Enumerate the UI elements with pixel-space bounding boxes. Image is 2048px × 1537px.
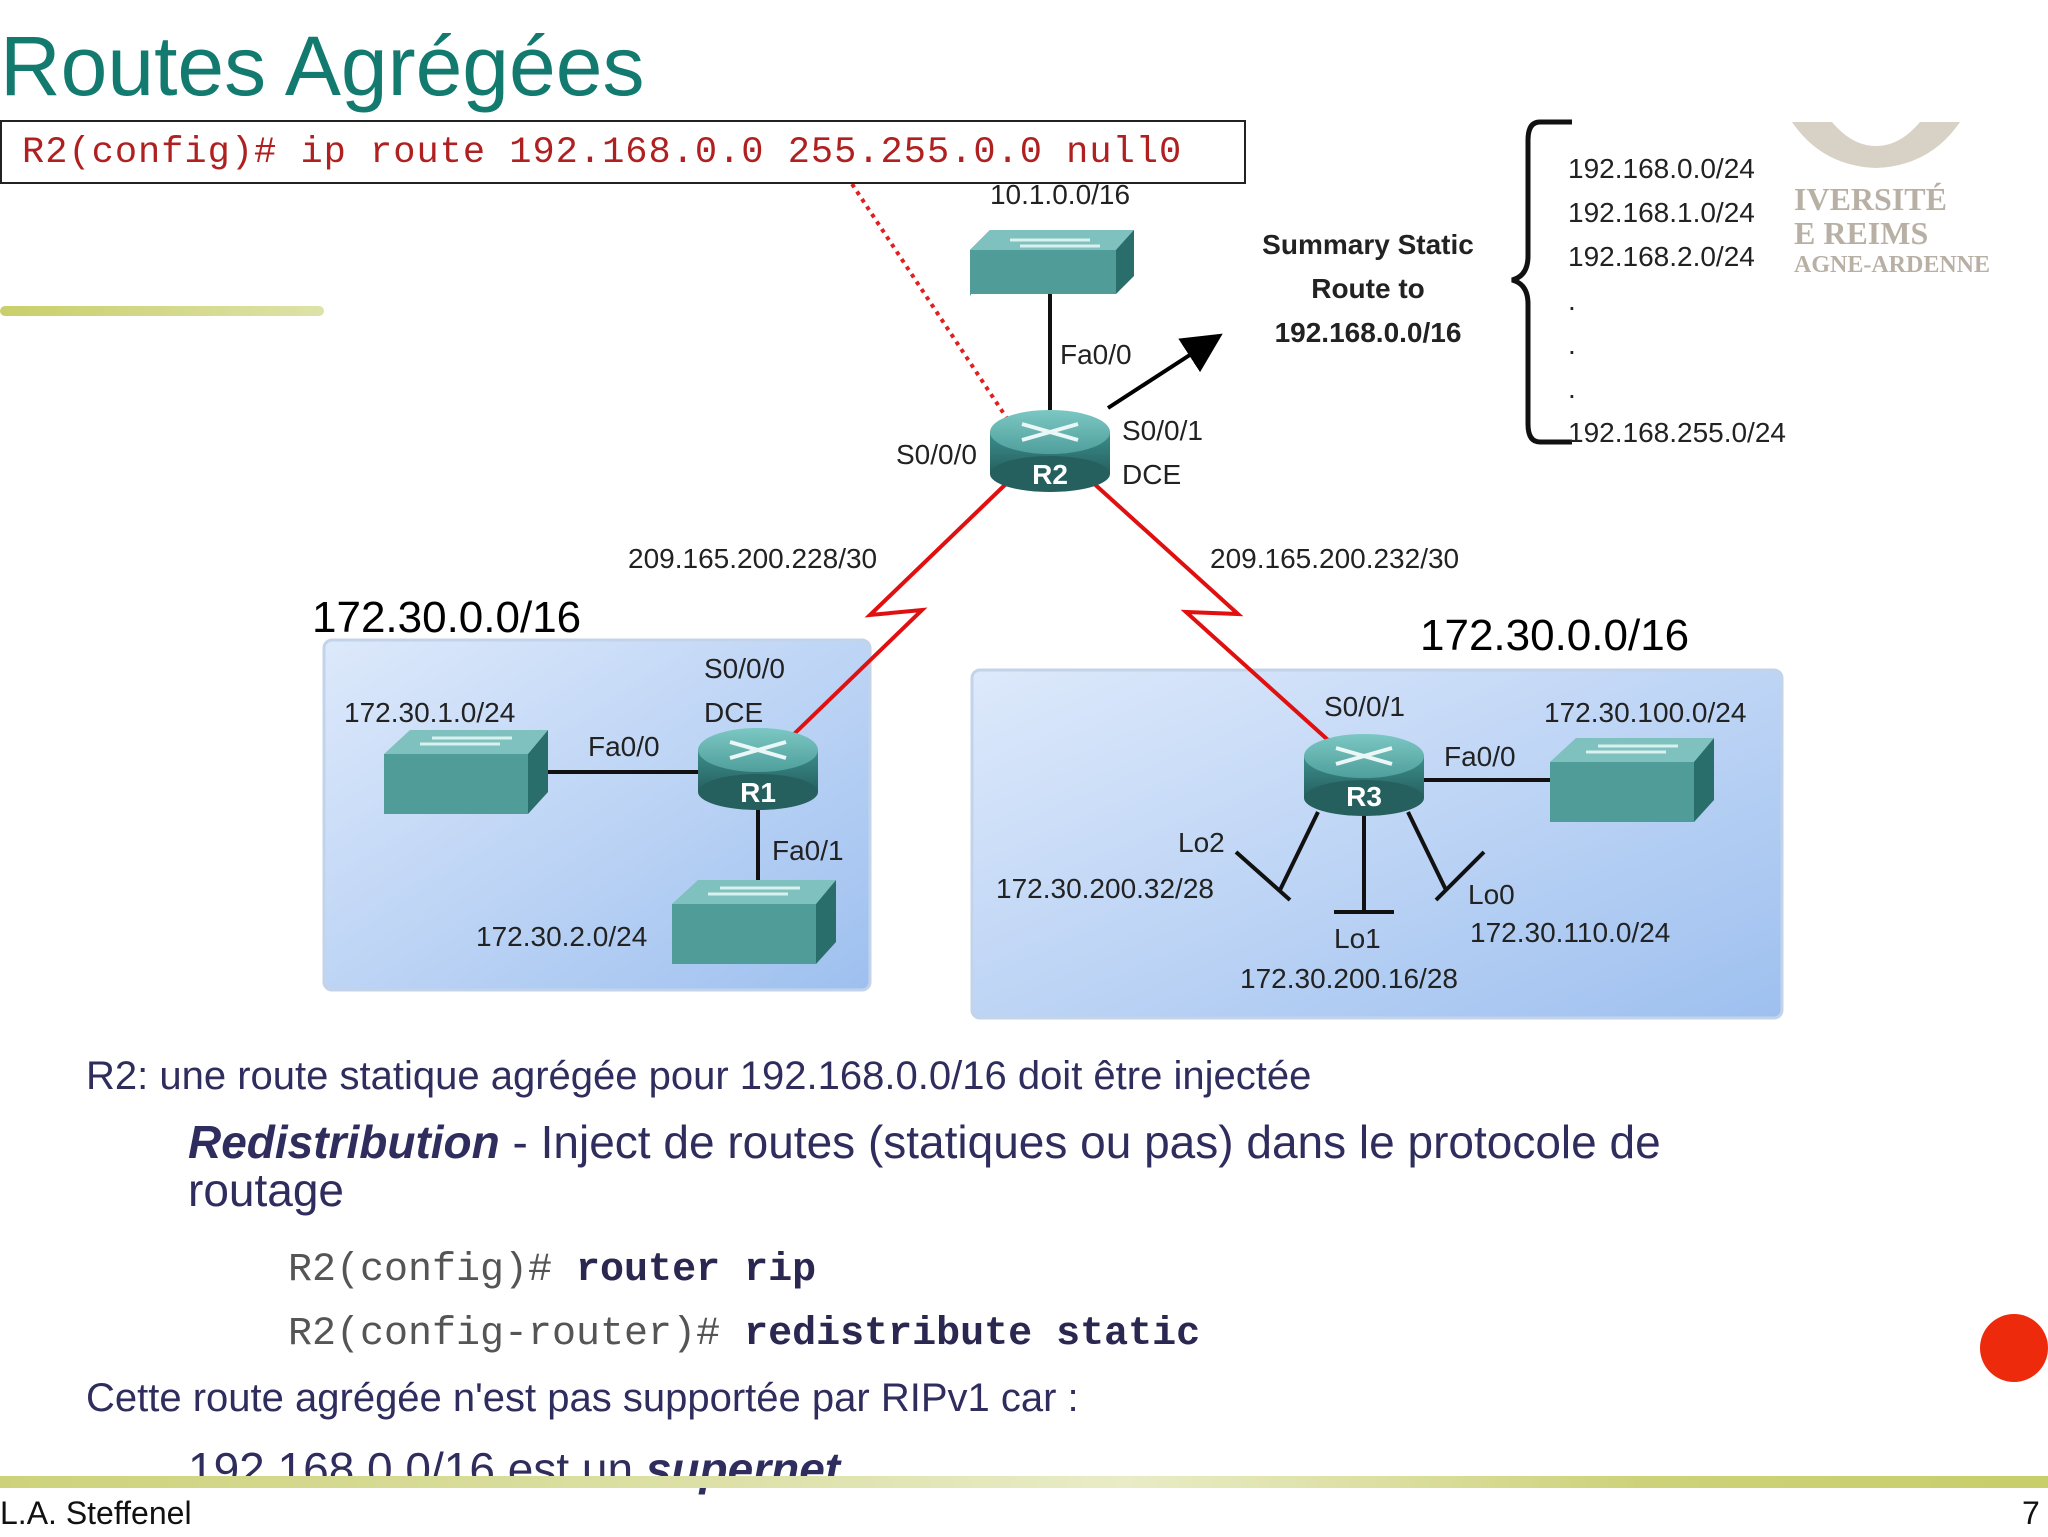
r2-s000-label: S0/0/0 (896, 439, 977, 470)
brace (1511, 119, 1572, 445)
route-item: . (1568, 285, 1576, 316)
r1-fa1-label: Fa0/1 (772, 835, 844, 866)
command-line-1: R2(config)# router rip (288, 1248, 816, 1293)
r1-s000-label: S0/0/0 (704, 653, 785, 684)
serial-link-r2-r3 (1088, 478, 1330, 742)
switch-icon (1550, 738, 1714, 822)
bullet-line-2: Redistribution - Inject de routes (stati… (188, 1118, 1828, 1214)
route-item: . (1568, 329, 1576, 360)
loopback-lo0 (1406, 811, 1486, 902)
r3-lo2-net-label: 172.30.200.32/28 (996, 873, 1214, 904)
router-r2 (990, 410, 1110, 492)
r1-lan1-label: 172.30.1.0/24 (344, 697, 515, 728)
r2-dce-label: DCE (1122, 459, 1181, 490)
bullet-line-5: Cette route agrégée n'est pas supportée … (86, 1376, 1079, 1420)
r1-lan2-label: 172.30.2.0/24 (476, 921, 647, 952)
loopback-lo2 (1234, 811, 1320, 902)
page-title: Routes Agrégées (0, 19, 645, 113)
r2-lan-label: 10.1.0.0/16 (990, 179, 1130, 210)
r3-lo2-label: Lo2 (1178, 827, 1225, 858)
left-area-net-label: 172.30.0.0/16 (312, 593, 581, 642)
r1-dce-label: DCE (704, 697, 763, 728)
r2-s001-label: S0/0/1 (1122, 415, 1203, 446)
link-right-label: 209.165.200.232/30 (1210, 543, 1459, 574)
bullet-line-1: R2: une route statique agrégée pour 192.… (86, 1054, 1312, 1098)
command-text: router rip (576, 1248, 817, 1293)
switch-icon (384, 730, 548, 814)
logo-line2: E REIMS (1794, 215, 1928, 251)
r3-lo1-net-label: 172.30.200.16/28 (1240, 963, 1458, 994)
logo-line1: IVERSITÉ (1794, 181, 1947, 217)
route-item: 192.168.1.0/24 (1568, 197, 1755, 228)
r2-fa-label: Fa0/0 (1060, 339, 1132, 370)
command-text: redistribute static (744, 1312, 1201, 1357)
r3-lan-label: 172.30.100.0/24 (1544, 697, 1746, 728)
logo-line3: AGNE-ARDENNE (1794, 252, 1990, 278)
command-line-2: R2(config-router)# redistribute static (288, 1312, 1200, 1357)
route-item: 192.168.255.0/24 (1568, 417, 1786, 448)
r3-lo0-net-label: 172.30.110.0/24 (1470, 917, 1670, 948)
router-r2-label: R2 (1032, 459, 1068, 490)
red-dot-marker (1980, 1314, 2048, 1382)
command-prompt: R2(config-router)# (288, 1312, 745, 1357)
switch-icon (672, 880, 836, 964)
router-r3 (1304, 734, 1424, 816)
command-prompt: R2(config)# (288, 1248, 577, 1293)
router-r3-label: R3 (1346, 781, 1382, 812)
title-underline (0, 306, 324, 316)
r3-s001-label: S0/0/1 (1324, 691, 1405, 722)
footer-line (0, 1476, 2048, 1488)
route-item: . (1568, 373, 1576, 404)
right-area-net-label: 172.30.0.0/16 (1420, 611, 1689, 660)
university-logo: IVERSITÉ E REIMS AGNE-ARDENNE (1792, 122, 1990, 278)
page-number: 7 (2022, 1495, 2040, 1531)
redistribution-term: Redistribution (188, 1116, 500, 1168)
r1-fa0-label: Fa0/0 (588, 731, 660, 762)
r3-lo0-label: Lo0 (1468, 879, 1515, 910)
r3-lo1-label: Lo1 (1334, 923, 1381, 954)
loopback-lo1 (1334, 812, 1394, 914)
router-r1 (698, 728, 818, 810)
switch-icon (970, 230, 1134, 296)
route-item: 192.168.0.0/24 (1568, 153, 1755, 184)
route-item: 192.168.2.0/24 (1568, 241, 1755, 272)
command-pointer-line (850, 182, 1010, 422)
router-r1-label: R1 (740, 777, 776, 808)
command-box: R2(config)# ip route 192.168.0.0 255.255… (0, 120, 1246, 184)
r3-fa0-label: Fa0/0 (1444, 741, 1516, 772)
summary-line1: Summary Static (1262, 229, 1474, 260)
summary-line2: Route to (1311, 273, 1425, 304)
serial-link-r1-r2 (790, 478, 1012, 738)
redistribution-description: - Inject de routes (statiques ou pas) da… (188, 1116, 1661, 1216)
footer-author: L.A. Steffenel (0, 1495, 192, 1531)
summary-line3: 192.168.0.0/16 (1275, 317, 1462, 348)
summary-arrow (1106, 333, 1223, 410)
link-left-label: 209.165.200.228/30 (628, 543, 877, 574)
